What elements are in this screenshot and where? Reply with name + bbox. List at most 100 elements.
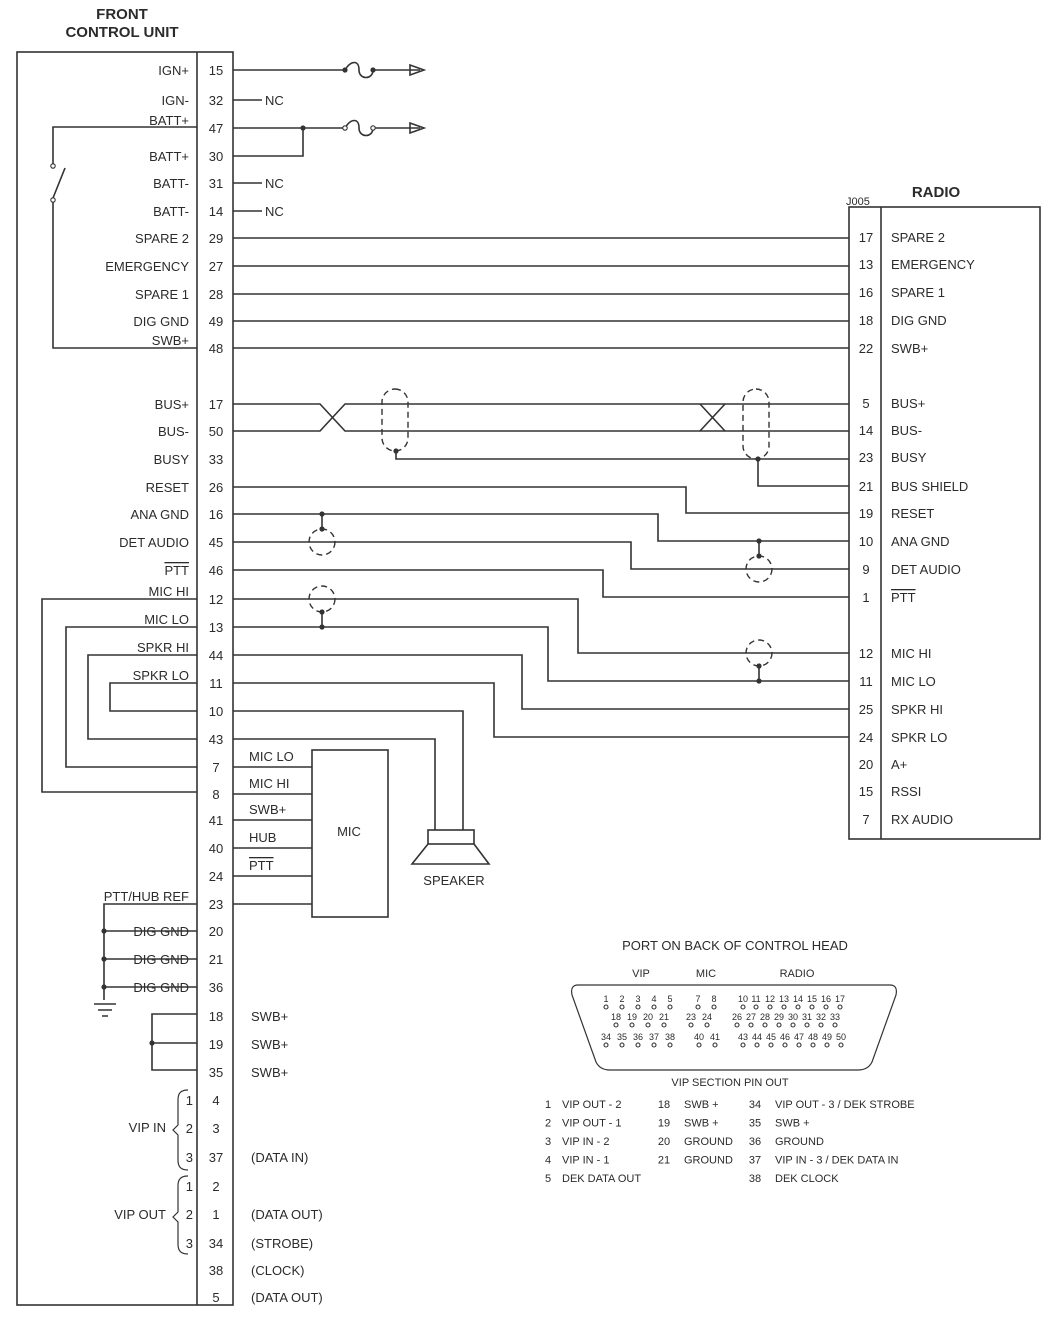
fcu-pin-number: 10 [209, 704, 223, 719]
port-pin-hole [809, 1004, 815, 1010]
fcu-pin-row: 38(CLOCK) [209, 1263, 305, 1278]
pinout-pin-function: VIP IN - 3 / DEK DATA IN [775, 1155, 899, 1167]
port-pin-hole [782, 1042, 788, 1048]
radio-pin-row: 13 EMERGENCY [859, 257, 975, 272]
component-boxes [16, 51, 1041, 1306]
ground-icon [94, 1003, 116, 1017]
junction-dot [101, 984, 107, 990]
port-pin-hole [740, 1042, 746, 1048]
radio-pin-number: 9 [862, 562, 869, 577]
port-title: PORT ON BACK OF CONTROL HEAD [622, 938, 848, 953]
wire [233, 513, 849, 542]
port-pin-number: 8 [711, 994, 716, 1004]
wire [233, 654, 849, 710]
wire [233, 682, 849, 738]
port-pin-number: 31 [802, 1012, 812, 1022]
port-pin-hole [704, 1022, 710, 1028]
fcu-pin-right-label: SWB+ [251, 1065, 288, 1080]
vip-in-label: VIP IN [129, 1120, 166, 1135]
radio-pin-label: MIC LO [891, 674, 936, 689]
fcu-pin-right-label: SWB+ [251, 1009, 288, 1024]
port-pin-number: 26 [732, 1012, 742, 1022]
fcu-pin-label: IGN- [162, 93, 189, 108]
fcu-pin-number: 48 [209, 341, 223, 356]
fcu-pin-number: 4 [212, 1093, 219, 1108]
fcu-pin-label: PTT [164, 563, 189, 578]
port-pin-hole [688, 1022, 694, 1028]
fcu-box [16, 51, 234, 1306]
port-pin-hole [768, 1042, 774, 1048]
port-pin-hole [645, 1022, 651, 1028]
fcu-pin-right-label: NC [265, 204, 284, 219]
fuse-terminal [370, 125, 376, 131]
port-pin-hole [651, 1004, 657, 1010]
fcu-title-line1: FRONT [96, 6, 148, 23]
wire [233, 541, 849, 570]
fcu-pin-label: PTT/HUB REF [104, 889, 189, 904]
port-pin-number: 12 [765, 994, 775, 1004]
fuse-symbol [344, 61, 374, 79]
fcu-pin-label: EMERGENCY [105, 259, 189, 274]
port-pin-hole [781, 1004, 787, 1010]
port-pin-number: 33 [830, 1012, 840, 1022]
port-pin-hole [832, 1022, 838, 1028]
radio-pin-number: 22 [859, 341, 873, 356]
fcu-pin-number: 41 [209, 813, 223, 828]
junction-dot [101, 928, 107, 934]
fcu-pin-number: 45 [209, 535, 223, 550]
port-pin-hole [837, 1004, 843, 1010]
port-pin-hole [762, 1022, 768, 1028]
wire [233, 569, 849, 598]
fcu-pin-number: 12 [209, 592, 223, 607]
fcu-pin-label: 2 [186, 1207, 193, 1222]
port-pin-number: 28 [760, 1012, 770, 1022]
vip-in-brace [172, 1089, 189, 1171]
radio-pin-number: 13 [859, 257, 873, 272]
speaker-icon [427, 829, 475, 845]
junction-dot [756, 663, 762, 669]
port-pin-hole [838, 1042, 844, 1048]
wire [233, 626, 849, 682]
junction-dot [755, 456, 761, 462]
fuse-symbol [344, 119, 374, 137]
fcu-pin-right-label: NC [265, 176, 284, 191]
fcu-pin-number: 5 [212, 1290, 219, 1305]
fcu-pin-row: 12(DATA OUT) [186, 1207, 323, 1222]
port-pin-hole [667, 1042, 673, 1048]
junction-dot [319, 526, 325, 532]
fcu-pin-label: RESET [146, 480, 189, 495]
port-pin-hole [711, 1004, 717, 1010]
fcu-pin-label: MIC LO [144, 612, 189, 627]
port-pin-hole [767, 1004, 773, 1010]
port-pin-number: 1 [603, 994, 608, 1004]
port-pin-number: 18 [611, 1012, 621, 1022]
fcu-pin-number: 2 [212, 1179, 219, 1194]
fcu-pin-label: BATT- [153, 176, 189, 191]
port-pin-hole [635, 1042, 641, 1048]
junction-dot [393, 448, 399, 454]
fcu-pin-number: 34 [209, 1236, 223, 1251]
port-pin-number: 36 [633, 1032, 643, 1042]
fcu-pin-label: 3 [186, 1150, 193, 1165]
radio-pin-label: EMERGENCY [891, 257, 975, 272]
fcu-pin-label: SWB+ [152, 333, 189, 348]
wire [87, 654, 197, 740]
fcu-pin-number: 21 [209, 952, 223, 967]
port-pin-number: 43 [738, 1032, 748, 1042]
port-pin-number: 45 [766, 1032, 776, 1042]
port-pin-hole [824, 1042, 830, 1048]
fcu-pin-label: 1 [186, 1179, 193, 1194]
port-group-mic: MIC [696, 968, 716, 980]
fcu-pin-label: SPARE 1 [135, 287, 189, 302]
